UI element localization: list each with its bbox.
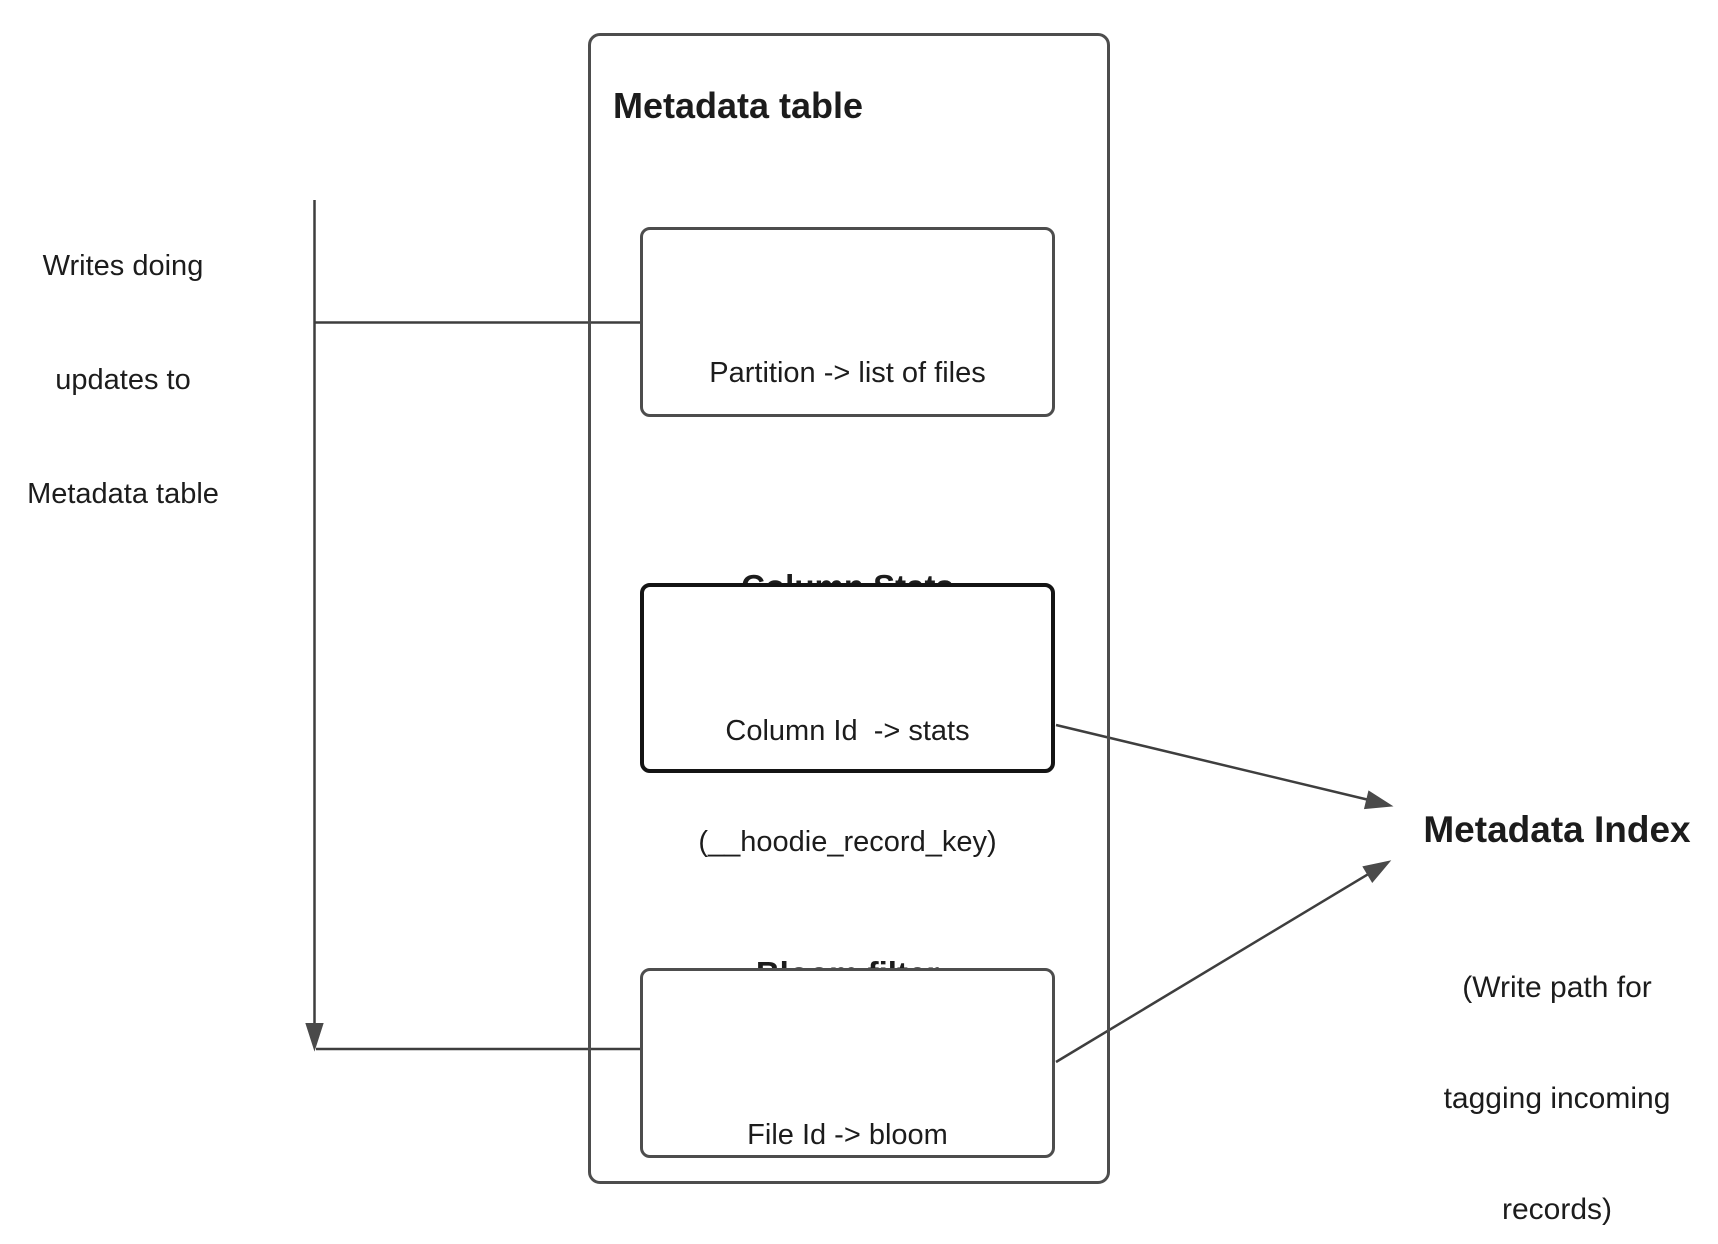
metadata-table-title: Metadata table (613, 85, 864, 126)
writes-note: Writes doing updates to Metadata table (18, 171, 228, 589)
writes-note-line: Writes doing (42, 250, 204, 282)
bloom-filter-box-line: File Id -> bloom (747, 1119, 948, 1151)
writes-note-line: Metadata table (27, 478, 219, 510)
files-partition-box: Partition -> list of files (640, 227, 1055, 417)
column-stats-box-line: Column Id -> stats (725, 715, 970, 747)
column-stats-partition-box: Column Id -> stats (__hoodie_record_key) (640, 583, 1055, 858)
writes-note-line: updates to (55, 364, 191, 396)
arrow-down-icon (305, 1023, 324, 1052)
metadata-index-note-line: records) (1501, 1193, 1613, 1226)
metadata-index-note-line: tagging incoming (1443, 1082, 1671, 1115)
arrow-right-down-icon (1363, 790, 1394, 810)
bloom-filter-partition-box: File Id -> bloom (640, 968, 1055, 1158)
bloom-filter-box-text: File Id -> bloom (643, 1043, 1052, 1228)
files-partition-box-line: Partition -> list of files (709, 357, 986, 389)
files-partition-box-text: Partition -> list of files (643, 281, 1052, 466)
metadata-index-note: (Write path for tagging incoming records… (1406, 895, 1708, 1244)
arrow-right-up-icon (1362, 860, 1392, 883)
column-stats-box-text: Column Id -> stats (__hoodie_record_key) (644, 639, 1051, 935)
column-stats-box-line: (__hoodie_record_key) (698, 826, 997, 858)
metadata-index-title: Metadata Index (1423, 809, 1691, 850)
metadata-table-container (588, 33, 1110, 1184)
metadata-index-note-line: (Write path for (1462, 971, 1652, 1004)
